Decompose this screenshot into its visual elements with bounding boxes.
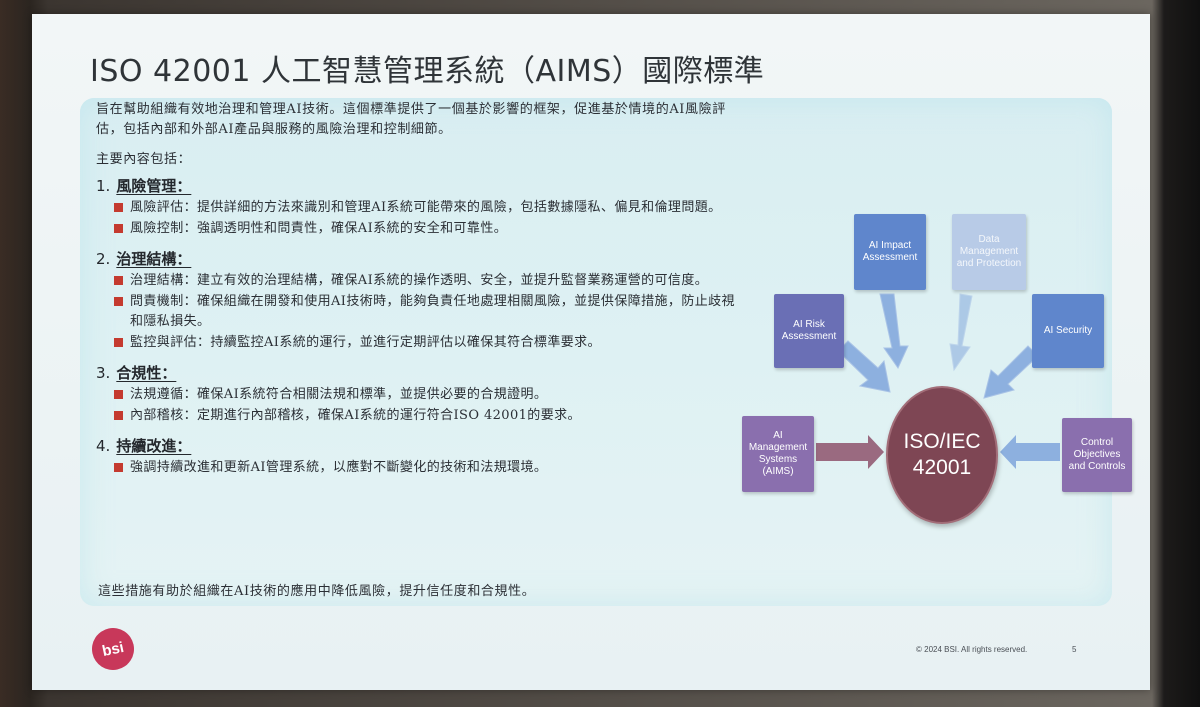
arrow-from-security [983,345,1039,399]
bullet-square-icon [114,411,123,420]
section-title: 持續改進： [116,437,192,455]
bullet-item: 內部稽核：定期進行內部稽核，確保AI系統的運行符合ISO 42001的要求。 [114,406,736,426]
section-heading: 2. 治理結構： [96,249,736,269]
hub-line-1: ISO/IEC [903,430,981,453]
bullet-text: 風險控制：強調透明性和問責性，確保AI系統的安全和可靠性。 [130,221,508,236]
bullet-item: 法規遵循：確保AI系統符合相關法規和標準，並提供必要的合規證明。 [114,385,736,405]
diagram-arrows [816,293,1060,469]
main-content-subheading: 主要內容包括： [96,152,192,167]
page-number: 5 [1072,645,1077,654]
section-1: 1. 風險管理： 風險評估：提供詳細的方法來識別和管理AI系統可能帶來的風險，包括數… [96,176,736,239]
text-block: 旨在幫助組織有效地治理和管理AI技術。這個標準提供了一個基於影響的框架，促進基於… [96,100,736,488]
bullet-item: 強調持續改進和更新AI管理系統，以應對不斷變化的技術和法規環境。 [114,458,736,478]
bullet-item: 治理結構：建立有效的治理結構，確保AI系統的操作透明、安全，並提升監督業務運營的… [114,271,736,291]
bullet-square-icon [114,463,123,472]
bullet-square-icon [114,338,123,347]
bullet-text: 法規遵循：確保AI系統符合相關法規和標準，並提供必要的合規證明。 [130,387,548,402]
bullet-square-icon [114,297,123,306]
section-heading: 4. 持續改進： [96,436,736,456]
bullet-square-icon [114,390,123,399]
bullet-item: 監控與評估：持續監控AI系統的運行，並進行定期評估以確保其符合標準要求。 [114,333,736,353]
arrow-from-impact [879,293,909,370]
bullet-text: 監控與評估：持續監控AI系統的運行，並進行定期評估以確保其符合標準要求。 [130,335,601,350]
bullet-item: 風險評估：提供詳細的方法來識別和管理AI系統可能帶來的風險，包括數據隱私、偏見和… [114,198,736,218]
section-3: 3. 合規性： 法規遵循：確保AI系統符合相關法規和標準，並提供必要的合規證明。內部… [96,363,736,426]
node-aims: AI Management Systems (AIMS) [742,416,814,492]
section-title: 合規性： [116,364,177,382]
aims-diagram: AI Impact Assessment Data Management and… [708,196,1132,526]
bullet-text: 強調持續改進和更新AI管理系統，以應對不斷變化的技術和法規環境。 [130,460,548,475]
section-title: 風險管理： [116,177,192,195]
bullet-square-icon [114,276,123,285]
bullet-text: 內部稽核：定期進行內部稽核，確保AI系統的運行符合ISO 42001的要求。 [130,408,581,423]
node-data-management: Data Management and Protection [952,214,1026,290]
bsi-logo: bsi [88,624,138,674]
hub-iso-iec-42001: ISO/IEC 42001 [886,386,998,524]
section-title: 治理結構： [116,250,192,268]
section-2: 2. 治理結構： 治理結構：建立有效的治理結構，確保AI系統的操作透明、安全，並提升… [96,249,736,353]
bullet-text: 問責機制：確保組織在開發和使用AI技術時，能夠負責任地處理相關風險，並提供保障措… [130,294,735,329]
node-ai-impact-assessment: AI Impact Assessment [854,214,926,290]
closing-paragraph: 這些措施有助於組織在AI技術的應用中降低風險，提升信任度和合規性。 [98,584,536,599]
bsi-logo-text: bsi [100,638,126,660]
arrow-from-control [1000,435,1060,469]
copyright-text: © 2024 BSI. All rights reserved. [916,645,1028,654]
hub-line-2: 42001 [912,456,972,479]
slide-title: ISO 42001 人工智慧管理系統（AIMS）國際標準 [90,54,765,89]
section-number: 1. [96,177,111,195]
section-4: 4. 持續改進： 強調持續改進和更新AI管理系統，以應對不斷變化的技術和法規環境。 [96,436,736,478]
section-number: 2. [96,250,111,268]
section-number: 3. [96,364,111,382]
node-ai-security: AI Security [1032,294,1104,368]
arrow-from-risk [837,340,891,393]
bullet-item: 風險控制：強調透明性和問責性，確保AI系統的安全和可靠性。 [114,219,736,239]
bullet-square-icon [114,224,123,233]
intro-paragraph: 旨在幫助組織有效地治理和管理AI技術。這個標準提供了一個基於影響的框架，促進基於… [96,102,726,137]
slide: ISO 42001 人工智慧管理系統（AIMS）國際標準 旨在幫助組織有效地治理… [32,14,1150,690]
bullet-text: 風險評估：提供詳細的方法來識別和管理AI系統可能帶來的風險，包括數據隱私、偏見和… [130,200,722,215]
section-heading: 3. 合規性： [96,363,736,383]
bullet-item: 問責機制：確保組織在開發和使用AI技術時，能夠負責任地處理相關風險，並提供保障措… [114,292,736,332]
arrow-from-data [949,293,973,372]
bullet-square-icon [114,203,123,212]
sections-list: 1. 風險管理： 風險評估：提供詳細的方法來識別和管理AI系統可能帶來的風險，包括數… [96,176,736,478]
node-control-objectives: Control Objectives and Controls [1062,418,1132,492]
bullet-text: 治理結構：建立有效的治理結構，確保AI系統的操作透明、安全，並提升監督業務運營的… [130,273,709,288]
node-ai-risk-assessment: AI Risk Assessment [774,294,844,368]
arrow-from-aims [816,435,884,469]
section-number: 4. [96,437,111,455]
section-heading: 1. 風險管理： [96,176,736,196]
